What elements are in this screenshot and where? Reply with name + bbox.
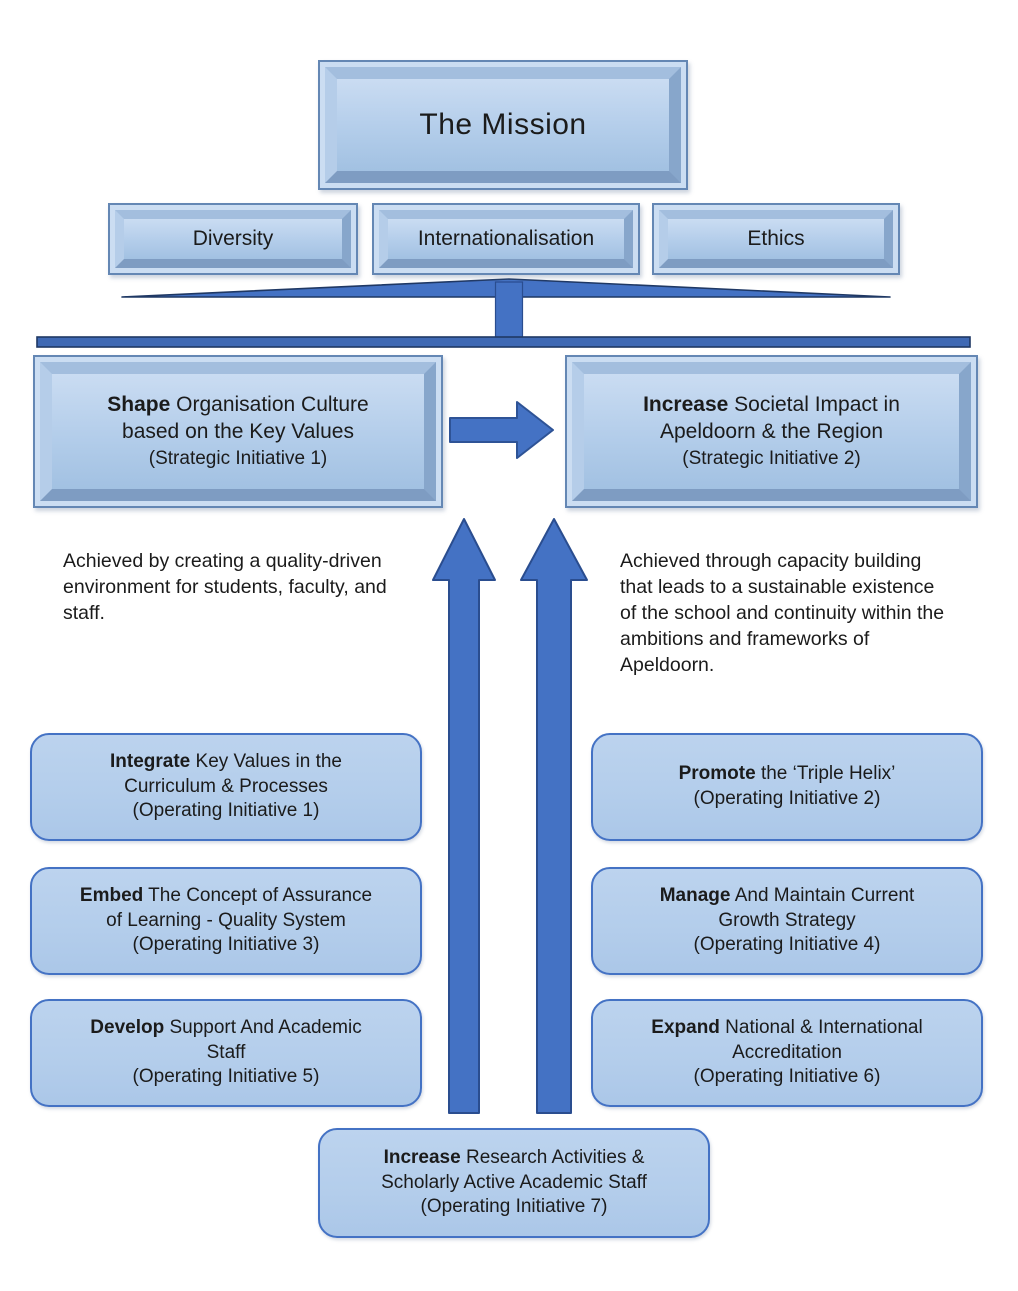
operating-text-line: Curriculum & Processes <box>124 775 328 797</box>
operating-lead-word: Expand <box>651 1016 720 1038</box>
operating-text: Research Activities & <box>460 1146 645 1168</box>
operating-lead-word: Integrate <box>110 750 191 772</box>
value-label: Internationalisation <box>417 227 595 250</box>
roof-connector-stem <box>494 281 524 343</box>
operating-lead-word: Promote <box>678 763 756 785</box>
operating-text: And Maintain Current <box>730 884 915 906</box>
operating-text-line: Growth Strategy <box>718 909 856 931</box>
operating-box-3: Embed The Concept of Assurance of Learni… <box>30 867 422 975</box>
operating-text-line: Integrate Key Values in the <box>110 750 342 775</box>
strategic-subtitle: (Strategic Initiative 1) <box>148 447 328 469</box>
strategic-flow-arrow <box>449 401 554 459</box>
operating-box-7: Increase Research Activities & Scholarly… <box>318 1128 710 1238</box>
operating-text: Key Values in the <box>190 750 342 772</box>
operating-text: The Concept of Assurance <box>143 884 373 906</box>
strategic-lead-word: Shape <box>107 392 171 416</box>
operating-text: Support And Academic <box>164 1016 362 1038</box>
strategic-box-face: Shape Organisation Culture based on the … <box>40 362 436 501</box>
operating-text-line: Staff <box>206 1041 246 1063</box>
value-box-face: Internationalisation <box>379 210 633 268</box>
value-box-diversity: Diversity <box>108 203 358 275</box>
operating-box-1: Integrate Key Values in the Curriculum &… <box>30 733 422 841</box>
operating-subtitle: (Operating Initiative 7) <box>420 1196 608 1218</box>
value-box-face: Diversity <box>115 210 351 268</box>
operating-box-4: Manage And Maintain Current Growth Strat… <box>591 867 983 975</box>
value-label: Diversity <box>192 227 274 250</box>
strategic-text-line: Shape Organisation Culture <box>107 392 368 419</box>
operating-subtitle: (Operating Initiative 1) <box>132 800 320 822</box>
mission-box-face: The Mission <box>325 67 681 183</box>
strategic-text-line: Apeldoorn & the Region <box>660 419 883 443</box>
operating-lead-word: Embed <box>79 884 144 906</box>
strategic-lead-word: Increase <box>643 392 729 416</box>
mission-box: The Mission <box>318 60 688 190</box>
operating-text-line: Expand National & International <box>651 1016 922 1041</box>
value-box-internationalisation: Internationalisation <box>372 203 640 275</box>
operating-box-5: Develop Support And Academic Staff (Oper… <box>30 999 422 1107</box>
operating-text-line: Increase Research Activities & <box>384 1146 645 1171</box>
value-box-ethics: Ethics <box>652 203 900 275</box>
operating-box-6: Expand National & International Accredit… <box>591 999 983 1107</box>
note-strategic-1: Achieved by creating a quality-driven en… <box>63 550 387 624</box>
operating-text-line: Scholarly Active Academic Staff <box>381 1171 647 1193</box>
operating-box-2: Promote the ‘Triple Helix’ (Operating In… <box>591 733 983 841</box>
operating-text-line: Accreditation <box>732 1041 842 1063</box>
operating-subtitle: (Operating Initiative 5) <box>132 1066 320 1088</box>
strategic-text: Societal Impact in <box>728 392 900 416</box>
mission-label: The Mission <box>419 108 587 141</box>
operating-subtitle: (Operating Initiative 2) <box>693 788 881 809</box>
note-strategic-2: Achieved through capacity building that … <box>620 550 945 676</box>
operating-lead-word: Manage <box>659 884 731 906</box>
operating-lead-word: Increase <box>383 1146 461 1168</box>
operating-text-line: Develop Support And Academic <box>90 1016 361 1041</box>
operating-text-line: Manage And Maintain Current <box>660 884 915 909</box>
operating-text-line: Promote the ‘Triple Helix’ <box>679 762 896 787</box>
operating-subtitle: (Operating Initiative 4) <box>693 934 881 956</box>
operating-text-line: of Learning - Quality System <box>106 909 346 931</box>
strategic-box-1: Shape Organisation Culture based on the … <box>33 355 443 508</box>
strategic-text: Organisation Culture <box>170 392 369 416</box>
strategic-box-face: Increase Societal Impact in Apeldoorn & … <box>572 362 971 501</box>
value-box-face: Ethics <box>659 210 893 268</box>
strategic-subtitle: (Strategic Initiative 2) <box>682 447 861 469</box>
strategic-text-line: based on the Key Values <box>122 419 354 443</box>
operating-subtitle: (Operating Initiative 6) <box>693 1066 881 1088</box>
value-label: Ethics <box>747 227 805 250</box>
operating-lead-word: Develop <box>90 1016 165 1038</box>
operating-text: the ‘Triple Helix’ <box>755 763 896 785</box>
up-arrow-left <box>432 518 496 1114</box>
up-arrow-right <box>520 518 588 1114</box>
operating-text-line: Embed The Concept of Assurance <box>80 884 372 909</box>
values-horizontal-bar <box>36 336 971 348</box>
strategic-box-2: Increase Societal Impact in Apeldoorn & … <box>565 355 978 508</box>
operating-text: National & International <box>719 1016 923 1038</box>
operating-subtitle: (Operating Initiative 3) <box>132 934 320 956</box>
strategic-text-line: Increase Societal Impact in <box>643 392 900 419</box>
